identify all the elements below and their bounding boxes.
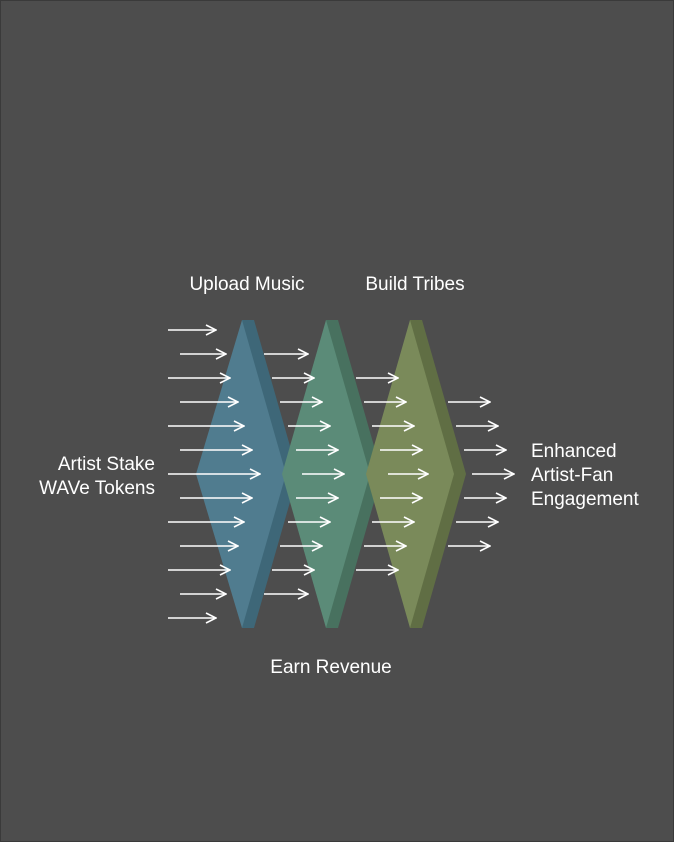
output-label-line-3: Engagement — [531, 489, 639, 510]
stage-1-label: Upload Music — [189, 274, 304, 295]
flow-arrows — [168, 330, 514, 618]
stage-2-label: Earn Revenue — [270, 657, 391, 678]
input-label-line-1: Artist Stake — [58, 454, 155, 475]
output-label-line-1: Enhanced — [531, 441, 617, 462]
output-label-line-2: Artist-Fan — [531, 465, 613, 486]
input-label-line-2: WAVe Tokens — [39, 478, 155, 499]
stage-3-label: Build Tribes — [365, 274, 464, 295]
